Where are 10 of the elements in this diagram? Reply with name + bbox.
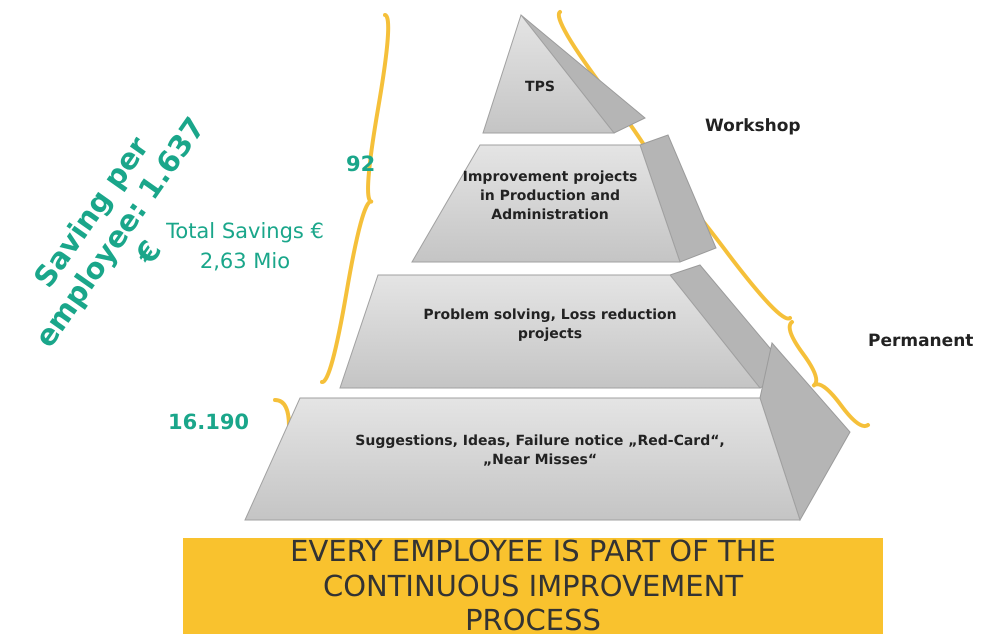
tier-label: TPS: [524, 78, 556, 97]
tier-label: Suggestions, Ideas, Failure notice „Red-Card“, „Near Misses“: [354, 432, 726, 470]
count-label: 16.190: [168, 410, 250, 434]
bracket-label: Permanent: [868, 331, 974, 351]
tier-label: Problem solving, Loss reduction projects: [422, 306, 678, 344]
total-savings-note: Total Savings € 2,63 Mio: [165, 218, 325, 276]
banner: [183, 538, 883, 634]
tier-label: Improvement projects in Production and Administration: [462, 168, 638, 225]
banner-text: EVERY EMPLOYEE IS PART OF THE CONTINUOUS IMPROVEMENT PROCESS: [289, 534, 777, 634]
bracket-label: Workshop: [705, 116, 801, 136]
